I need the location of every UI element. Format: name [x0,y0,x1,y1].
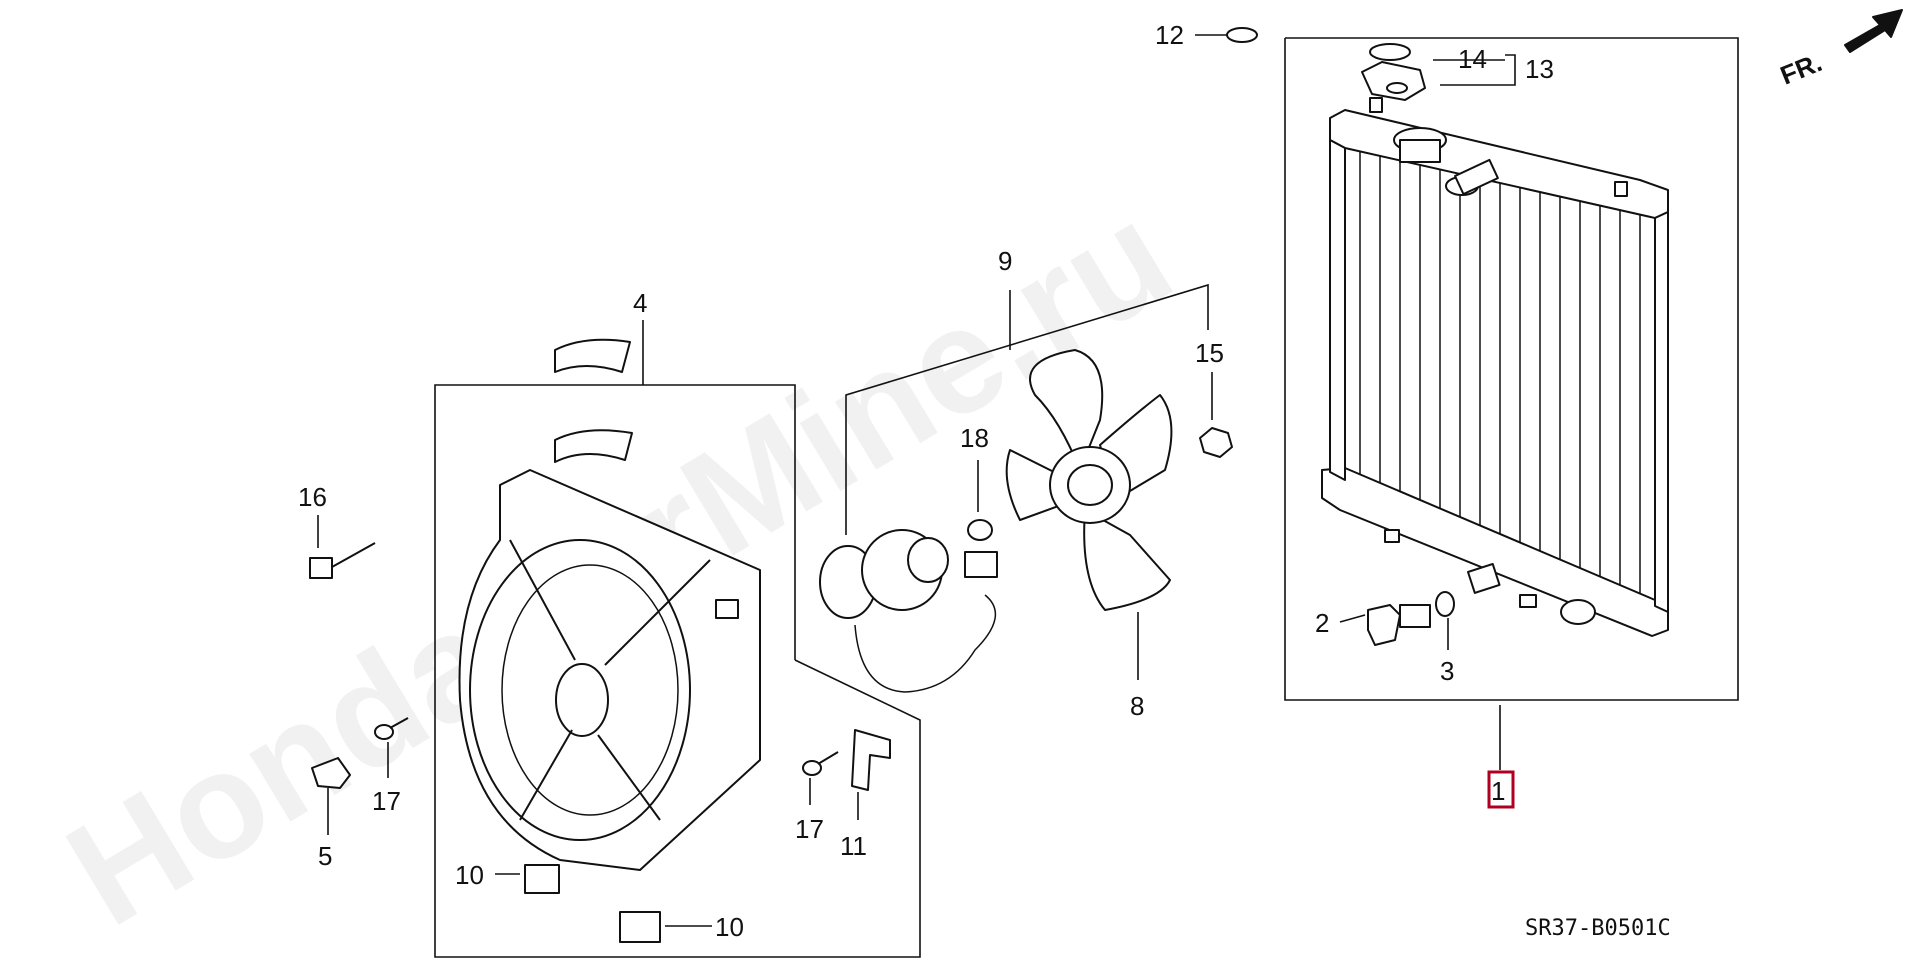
label-part-12[interactable]: 12 [1155,20,1184,50]
front-arrow-icon [1844,9,1903,53]
label-part-17-left[interactable]: 17 [372,786,401,816]
radiator-part-1[interactable] [1284,37,1739,701]
diagram-code: SR37-B0501C [1525,916,1671,941]
bolt-part-17-right[interactable] [802,751,839,805]
label-part-14[interactable]: 14 [1458,44,1487,74]
label-part-1[interactable]: 1 [1491,776,1505,806]
label-part-18[interactable]: 18 [960,423,989,453]
clip-part-5[interactable] [311,757,351,835]
washer-part-18[interactable] [967,460,993,541]
label-part-13[interactable]: 13 [1525,54,1554,84]
part-labels: 1 2 3 4 5 8 9 10 10 11 12 13 14 15 16 17… [298,20,1554,942]
label-part-3[interactable]: 3 [1440,656,1454,686]
bracket-part-11[interactable] [851,729,891,820]
front-label: FR. [1776,47,1826,91]
label-part-9[interactable]: 9 [998,246,1012,276]
label-part-11[interactable]: 11 [840,831,867,861]
fan-blade-part-8[interactable] [1005,349,1173,680]
label-part-5[interactable]: 5 [318,841,332,871]
label-part-16[interactable]: 16 [298,482,327,512]
washer-part-3[interactable] [1435,562,1501,650]
label-part-8[interactable]: 8 [1130,691,1144,721]
bolt-part-17-left[interactable] [374,717,409,778]
nut-part-15[interactable] [1199,372,1233,458]
connector-part-10-upper[interactable] [495,864,560,894]
radiator-cap-part-13[interactable] [1361,43,1516,101]
front-direction-indicator: FR. [1776,9,1903,91]
label-part-4[interactable]: 4 [633,288,647,318]
label-part-10-upper[interactable]: 10 [455,860,484,890]
label-part-10-lower[interactable]: 10 [715,912,744,942]
connector-part-10-lower[interactable] [619,911,712,943]
fan-shroud-part-4[interactable] [434,320,921,958]
bolt-part-16[interactable] [309,515,376,579]
label-part-17-right[interactable]: 17 [795,814,824,844]
o-ring-part-12[interactable] [1195,27,1258,43]
label-part-15[interactable]: 15 [1195,338,1224,368]
label-part-2[interactable]: 2 [1315,608,1329,638]
drain-plug-part-2[interactable] [1339,604,1431,646]
highlight-box-part-1 [1487,770,1515,809]
fan-motor-part-9[interactable] [819,283,1209,693]
